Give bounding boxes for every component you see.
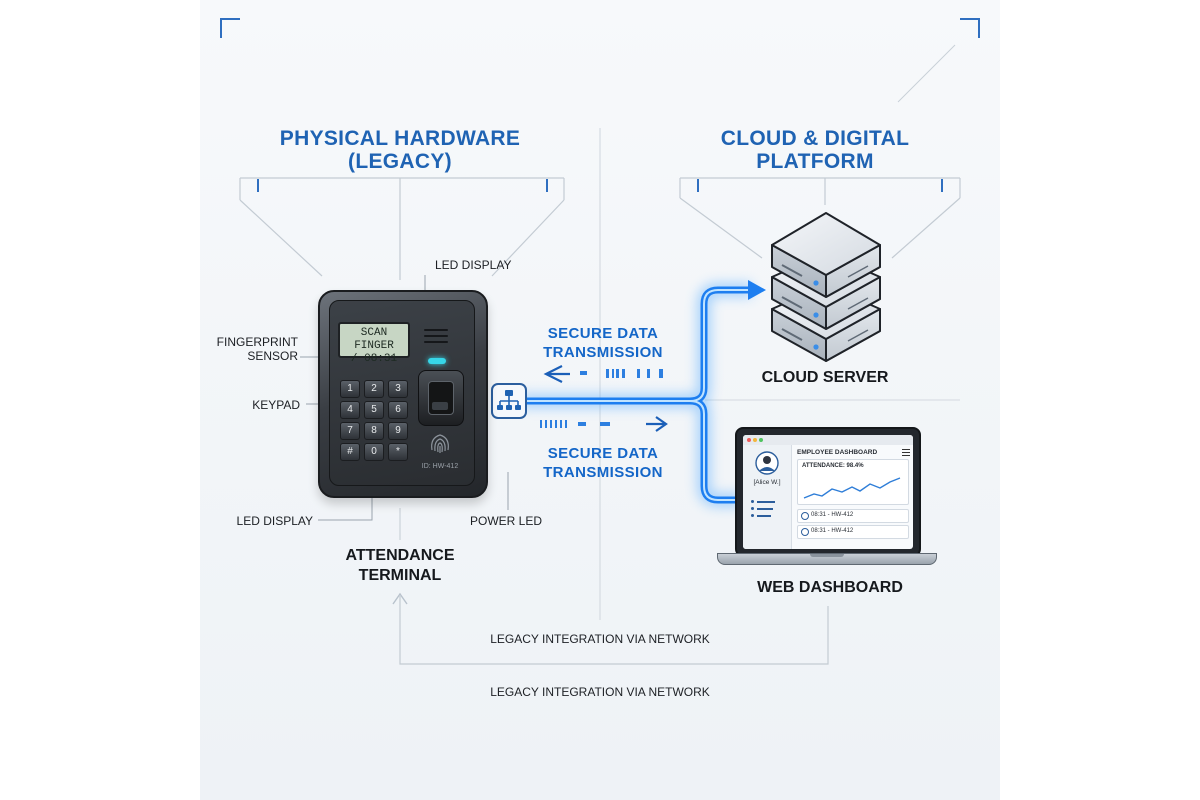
keypad[interactable]: 1 2 3 4 5 6 7 8 9 # 0 * bbox=[340, 380, 412, 462]
key-6[interactable]: 6 bbox=[388, 401, 408, 419]
log-entry-2-text: 08:31 - HW-412 bbox=[811, 528, 854, 534]
callout-fingerprint-line1: FINGERPRINT bbox=[216, 335, 298, 349]
hardware-heading-line2: (LEGACY) bbox=[348, 150, 452, 173]
key-7[interactable]: 7 bbox=[340, 422, 360, 440]
cloud-heading-line2: PLATFORM bbox=[756, 150, 874, 173]
callout-fingerprint-line2: SENSOR bbox=[247, 349, 298, 363]
attendance-terminal: SCAN FINGER / 08:31 1 2 3 4 5 6 7 8 9 # … bbox=[318, 290, 488, 498]
user-avatar-icon bbox=[755, 451, 779, 475]
upper-flow-line2: TRANSMISSION bbox=[543, 344, 663, 361]
callout-power-led: POWER LED bbox=[470, 514, 543, 528]
key-3[interactable]: 3 bbox=[388, 380, 408, 398]
cloud-server-title: CLOUD SERVER bbox=[761, 369, 889, 386]
key-star[interactable]: * bbox=[388, 443, 408, 461]
upper-flow-line1: SECURE DATA bbox=[547, 325, 659, 342]
web-dashboard-screen: [Alice W.] EMPLOYEE DASHBOARD ATTENDANCE… bbox=[743, 435, 913, 549]
callout-led-display-top: LED DISPLAY bbox=[435, 258, 512, 272]
corner-bracket-top-right bbox=[960, 18, 980, 38]
hardware-heading: PHYSICAL HARDWARE (LEGACY) bbox=[250, 127, 550, 173]
key-9[interactable]: 9 bbox=[388, 422, 408, 440]
key-4[interactable]: 4 bbox=[340, 401, 360, 419]
menu-icon[interactable] bbox=[902, 449, 910, 456]
legacy-integration-lower: LEGACY INTEGRATION VIA NETWORK bbox=[490, 685, 710, 699]
log-entry-1[interactable]: 08:31 - HW-412 bbox=[797, 509, 909, 523]
server-icon bbox=[771, 212, 881, 362]
lower-flow-line1: SECURE DATA bbox=[547, 445, 659, 462]
key-2[interactable]: 2 bbox=[364, 380, 384, 398]
network-hub-icon bbox=[491, 383, 527, 419]
dashboard-header: EMPLOYEE DASHBOARD bbox=[797, 449, 878, 456]
callout-led-display-bottom: LED DISPLAY bbox=[236, 514, 313, 528]
terminal-title-line2: TERMINAL bbox=[358, 567, 442, 584]
callout-keypad: KEYPAD bbox=[252, 398, 300, 412]
fingerprint-icon bbox=[431, 434, 449, 453]
lcd-line1: SCAN FINGER bbox=[354, 327, 394, 352]
attendance-value: ATTENDANCE: 98.4% bbox=[802, 463, 864, 469]
device-id: ID: HW-412 bbox=[421, 463, 459, 470]
secure-transmission-upper: SECURE DATA TRANSMISSION bbox=[523, 324, 683, 362]
dashboard-sidebar: [Alice W.] bbox=[743, 445, 792, 549]
terminal-title-line1: ATTENDANCE bbox=[345, 547, 455, 564]
attendance-trend-chart bbox=[803, 477, 901, 499]
key-5[interactable]: 5 bbox=[364, 401, 384, 419]
power-led bbox=[428, 358, 446, 364]
cloud-heading-line1: CLOUD & DIGITAL bbox=[720, 127, 910, 150]
key-hash[interactable]: # bbox=[340, 443, 360, 461]
log-entry-1-text: 08:31 - HW-412 bbox=[811, 512, 854, 518]
corner-bracket-top-left bbox=[220, 18, 240, 38]
secure-data-connection bbox=[520, 280, 766, 507]
secure-transmission-lower: SECURE DATA TRANSMISSION bbox=[523, 444, 683, 482]
downstream-data-dashes bbox=[540, 420, 610, 428]
lcd-line2: / 08:31 bbox=[350, 353, 398, 365]
key-8[interactable]: 8 bbox=[364, 422, 384, 440]
callout-fingerprint-sensor: FINGERPRINT SENSOR bbox=[200, 335, 298, 363]
web-dashboard-title: WEB DASHBOARD bbox=[757, 579, 903, 596]
browser-bar bbox=[743, 435, 913, 445]
key-1[interactable]: 1 bbox=[340, 380, 360, 398]
lcd-display: SCAN FINGER / 08:31 bbox=[338, 322, 410, 365]
lower-flow-line2: TRANSMISSION bbox=[543, 464, 663, 481]
log-entry-2[interactable]: 08:31 - HW-412 bbox=[797, 525, 909, 539]
attendance-card: ATTENDANCE: 98.4% bbox=[797, 459, 909, 505]
key-0[interactable]: 0 bbox=[364, 443, 384, 461]
fingerprint-sensor[interactable] bbox=[418, 370, 464, 426]
cloud-heading: CLOUD & DIGITAL PLATFORM bbox=[665, 127, 965, 173]
hardware-heading-line1: PHYSICAL HARDWARE bbox=[279, 127, 521, 150]
attendance-terminal-title: ATTENDANCE TERMINAL bbox=[320, 546, 480, 586]
upstream-data-dashes bbox=[580, 369, 663, 378]
legacy-integration-upper: LEGACY INTEGRATION VIA NETWORK bbox=[490, 632, 710, 646]
sidebar-menu[interactable] bbox=[751, 500, 775, 517]
speaker-grille bbox=[424, 329, 448, 343]
laptop-base bbox=[717, 553, 937, 565]
laptop-icon: [Alice W.] EMPLOYEE DASHBOARD ATTENDANCE… bbox=[735, 427, 921, 557]
user-name: [Alice W.] bbox=[753, 479, 781, 486]
